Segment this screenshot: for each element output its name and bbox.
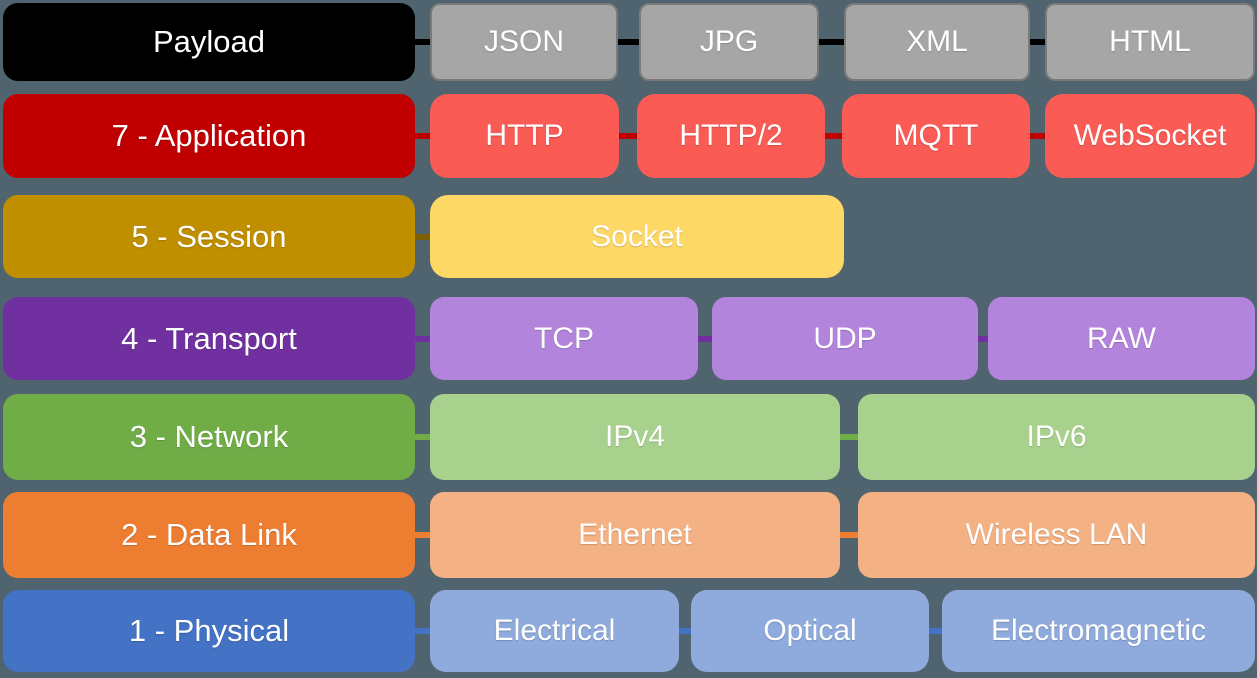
protocol-websocket: WebSocket [1045,94,1255,178]
row-session: 5 - Session Socket [0,195,1257,278]
row-transport: 4 - Transport TCP UDP RAW [0,297,1257,380]
protocol-http: HTTP [430,94,619,178]
protocol-udp: UDP [712,297,978,380]
layer-label-payload: Payload [3,3,415,81]
protocol-electrical: Electrical [430,590,679,672]
protocol-ipv6: IPv6 [858,394,1255,480]
protocol-ethernet: Ethernet [430,492,840,578]
protocol-json: JSON [430,3,618,81]
protocol-jpg: JPG [639,3,819,81]
row-datalink: 2 - Data Link Ethernet Wireless LAN [0,492,1257,578]
protocol-raw: RAW [988,297,1255,380]
row-application: 7 - Application HTTP HTTP/2 MQTT WebSock… [0,94,1257,178]
protocol-html: HTML [1045,3,1255,81]
protocol-socket: Socket [430,195,844,278]
layer-label-session: 5 - Session [3,195,415,278]
protocol-optical: Optical [691,590,929,672]
connector-line [406,628,958,634]
layer-label-application: 7 - Application [3,94,415,178]
connector-line [406,233,446,240]
protocol-xml: XML [844,3,1030,81]
layer-label-physical: 1 - Physical [3,590,415,672]
layer-label-network: 3 - Network [3,394,415,480]
layer-label-transport: 4 - Transport [3,297,415,380]
protocol-mqtt: MQTT [842,94,1030,178]
connector-line [406,335,1004,342]
row-physical: 1 - Physical Electrical Optical Electrom… [0,590,1257,672]
protocol-electromagnetic: Electromagnetic [942,590,1255,672]
row-payload: Payload JSON JPG XML HTML [0,3,1257,81]
protocol-tcp: TCP [430,297,698,380]
layer-label-datalink: 2 - Data Link [3,492,415,578]
row-network: 3 - Network IPv4 IPv6 [0,394,1257,480]
protocol-ipv4: IPv4 [430,394,840,480]
protocol-http2: HTTP/2 [637,94,825,178]
protocol-wireless-lan: Wireless LAN [858,492,1255,578]
